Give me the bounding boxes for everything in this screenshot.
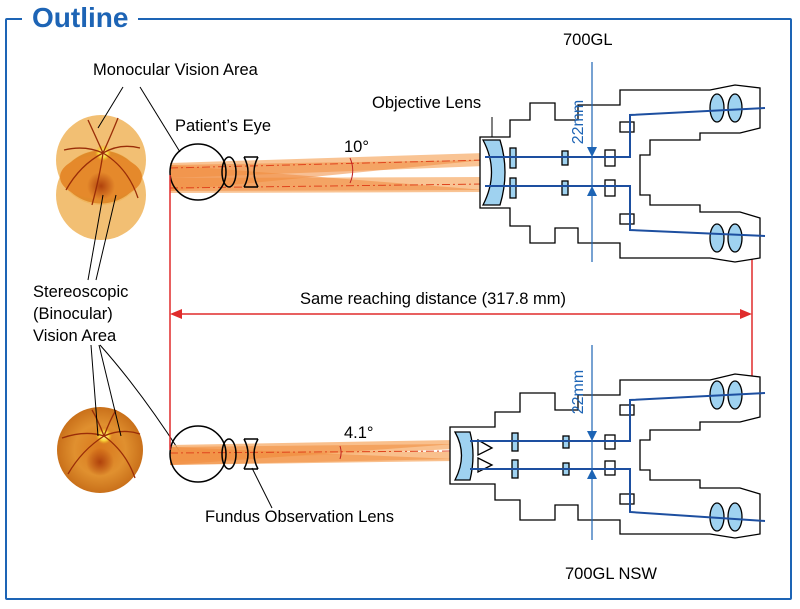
stereo-base-bottom bbox=[587, 345, 597, 540]
angle-arc-top bbox=[349, 157, 354, 184]
stereo-label-line2: (Binocular) bbox=[33, 305, 113, 323]
microscope-700gl bbox=[479, 84, 761, 263]
model-label-bottom: 700GL NSW bbox=[565, 565, 658, 583]
stereo-base-top bbox=[587, 62, 597, 262]
macula-bottom bbox=[86, 448, 114, 476]
reaching-distance-label: Same reaching distance (317.8 mm) bbox=[300, 290, 566, 308]
fundus-image-bottom bbox=[57, 407, 143, 493]
patients-eye-label: Patient’s Eye bbox=[175, 117, 272, 135]
objective-lens-label: Objective Lens bbox=[372, 94, 482, 112]
optical-path-bottom bbox=[470, 392, 766, 522]
model-label-top: 700GL bbox=[563, 31, 613, 49]
outline-frame bbox=[5, 18, 792, 600]
angle-label-bottom: 4.1° bbox=[344, 424, 374, 442]
angle-arc-bottom bbox=[339, 445, 342, 460]
beam-top bbox=[169, 153, 486, 193]
microscope-700gl-nsw bbox=[449, 373, 761, 539]
vessels-bottom bbox=[61, 409, 141, 479]
patient-eye-top bbox=[169, 143, 259, 201]
stereo-base-label-top: 22mm bbox=[570, 100, 587, 144]
optical-path-top bbox=[485, 107, 766, 237]
macula-top bbox=[87, 172, 115, 200]
section-title: Outline bbox=[22, 2, 139, 34]
fundus-image-top bbox=[56, 115, 146, 240]
fundus-lens-label: Fundus Observation Lens bbox=[205, 508, 394, 526]
label-leader-lines bbox=[87, 86, 493, 509]
stereo-label-line3: Vision Area bbox=[33, 327, 117, 345]
reach-lines bbox=[169, 175, 753, 450]
patient-eye-bottom bbox=[169, 425, 259, 483]
stereo-label-line1: Stereoscopic bbox=[33, 283, 129, 301]
angle-label-top: 10° bbox=[344, 138, 369, 156]
beam-bottom bbox=[169, 440, 456, 465]
monocular-area-label: Monocular Vision Area bbox=[93, 61, 258, 79]
stereo-base-label-bottom: 22mm bbox=[570, 370, 587, 414]
vessels-top bbox=[63, 117, 141, 206]
